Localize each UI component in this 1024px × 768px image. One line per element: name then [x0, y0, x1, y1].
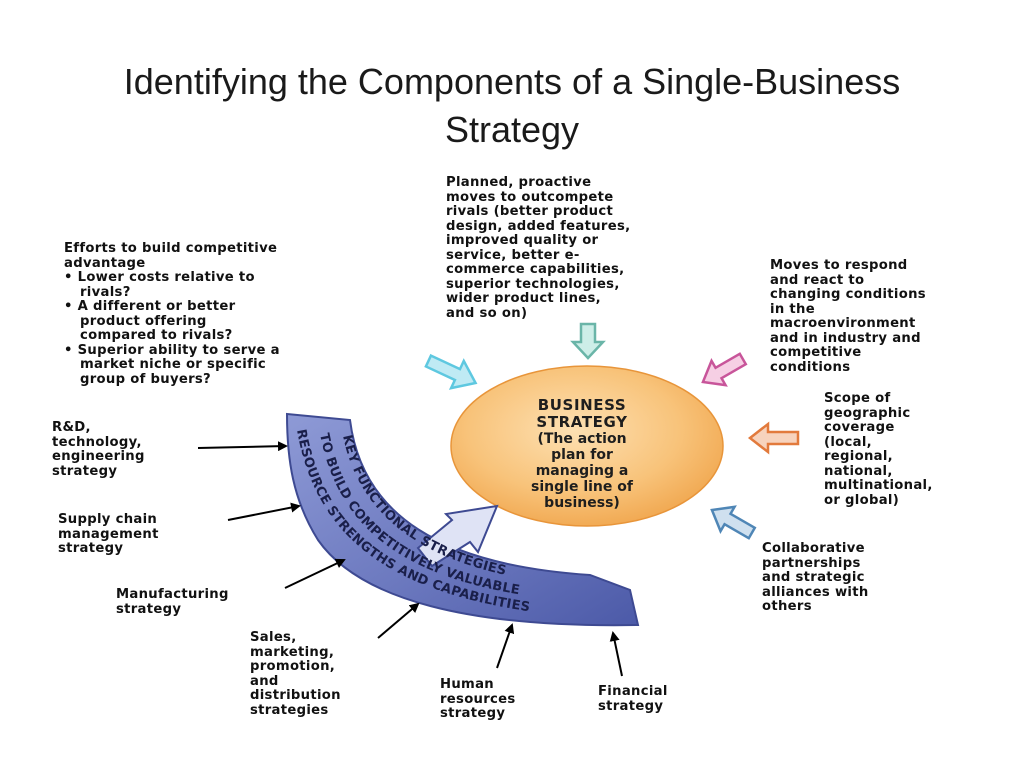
business-strategy-circle — [450, 365, 724, 527]
label-line: promotion, — [250, 659, 336, 674]
page-title: Identifying the Components of a Single-B… — [40, 58, 984, 154]
label-line: others — [762, 599, 812, 614]
label-line: conditions — [770, 359, 851, 375]
label-geographic-scope: Scope of geographic coverage (local, reg… — [824, 391, 933, 508]
arc-inner-arrow — [416, 504, 499, 568]
arrow-from-top — [570, 322, 606, 360]
label-line: distribution — [250, 688, 341, 703]
label-line: coverage — [824, 420, 895, 435]
label-collaborative-partnerships: Collaborative partnerships and strategic… — [762, 541, 869, 615]
label-line: multinational, — [824, 478, 933, 493]
arrow-financial — [609, 631, 623, 677]
label-line: Collaborative — [762, 541, 865, 556]
label-line: service, better e- — [446, 247, 580, 263]
label-line: design, added features, — [446, 218, 631, 234]
label-line: partnerships — [762, 555, 861, 571]
label-human-resources: Human resources strategy — [440, 677, 516, 722]
label-line: rivals (better product — [446, 204, 614, 219]
label-line: engineering — [52, 449, 145, 464]
center-sub-4: single line of — [531, 479, 633, 495]
business-strategy-text: BUSINESS STRATEGY (The action plan for m… — [462, 396, 702, 512]
label-line: advantage — [64, 255, 146, 271]
label-line: Manufacturing — [116, 587, 229, 602]
label-proactive-moves: Planned, proactive moves to outcompete r… — [446, 175, 631, 321]
label-supply-chain: Supply chain management strategy — [58, 512, 159, 557]
label-line: commerce capabilities, — [446, 262, 625, 277]
center-sub-5: business) — [544, 495, 620, 511]
label-line: Efforts to build competitive — [64, 241, 278, 256]
label-line: Sales, — [250, 630, 297, 645]
label-line: strategies — [250, 702, 329, 718]
center-sub-1: (The action — [537, 431, 627, 447]
label-competitive-advantage: Efforts to build competitive advantage •… — [64, 241, 280, 387]
label-line: Planned, proactive — [446, 175, 592, 190]
center-sub-3: managing a — [535, 463, 629, 479]
arrow-manufacturing — [284, 558, 346, 589]
arrow-from-right-mid — [747, 421, 800, 455]
label-line: Moves to respond — [770, 258, 908, 273]
label-line: alliances with — [762, 584, 869, 600]
label-line: superior technologies, — [446, 276, 620, 292]
label-line: strategy — [598, 698, 664, 714]
label-line: in the — [770, 301, 815, 317]
label-line: national, — [824, 463, 893, 479]
arrow-sales — [377, 602, 420, 639]
label-line: Human — [440, 677, 494, 692]
label-financial: Financial strategy — [598, 684, 668, 714]
title-line-1: Identifying the Components of a Single-B… — [123, 61, 901, 102]
label-line: strategy — [440, 706, 506, 721]
functional-strategies-arc — [285, 412, 640, 627]
label-line: marketing, — [250, 644, 335, 660]
arrow-hr — [496, 623, 515, 669]
label-line: and so on) — [446, 305, 528, 321]
label-line: or global) — [824, 492, 900, 508]
label-line: market niche or specific — [80, 357, 267, 372]
label-line: group of buyers? — [80, 371, 211, 387]
label-line: Financial — [598, 684, 668, 699]
label-line: strategy — [116, 601, 182, 617]
label-line: and strategic — [762, 570, 865, 585]
center-head-1: BUSINESS — [537, 396, 627, 414]
center-head-2: STRATEGY — [536, 413, 628, 431]
title-line-2: Strategy — [444, 109, 580, 150]
label-manufacturing: Manufacturing strategy — [116, 587, 229, 617]
label-line: • A different or better — [64, 299, 236, 314]
label-line: strategy — [52, 463, 118, 479]
label-line: macroenvironment — [770, 316, 916, 331]
center-sub-2: plan for — [551, 447, 613, 463]
label-line: technology, — [52, 434, 142, 450]
arrow-from-right-top — [701, 352, 748, 387]
label-line: wider product lines, — [446, 291, 601, 306]
label-line: regional, — [824, 449, 893, 464]
label-rd-strategy: R&D, technology, engineering strategy — [52, 420, 145, 479]
label-line: and in industry and — [770, 330, 921, 346]
label-line: and react to — [770, 272, 865, 288]
label-line: resources — [440, 691, 516, 707]
label-line: changing conditions — [770, 287, 926, 302]
label-line: • Superior ability to serve a — [64, 342, 280, 358]
label-line: Scope of — [824, 391, 891, 406]
label-sales-marketing: Sales, marketing, promotion, and distrib… — [250, 630, 341, 718]
label-line: improved quality or — [446, 233, 599, 248]
label-line: R&D, — [52, 420, 91, 435]
label-line: rivals? — [80, 284, 131, 300]
label-line: moves to outcompete — [446, 189, 614, 205]
label-respond-react: Moves to respond and react to changing c… — [770, 258, 926, 375]
label-line: management — [58, 526, 159, 542]
label-line: product offering — [80, 313, 207, 329]
label-line: and — [250, 673, 279, 689]
label-line: strategy — [58, 541, 124, 556]
label-line: Supply chain — [58, 512, 158, 527]
arrow-rd — [197, 441, 288, 452]
label-line: geographic — [824, 405, 911, 421]
label-line: • Lower costs relative to — [64, 270, 255, 285]
arrow-from-right-bottom — [710, 505, 757, 540]
label-line: (local, — [824, 434, 872, 450]
arrow-supply — [227, 502, 301, 521]
arrow-from-left-top — [424, 353, 478, 390]
label-line: competitive — [770, 345, 862, 360]
label-line: compared to rivals? — [80, 328, 233, 343]
